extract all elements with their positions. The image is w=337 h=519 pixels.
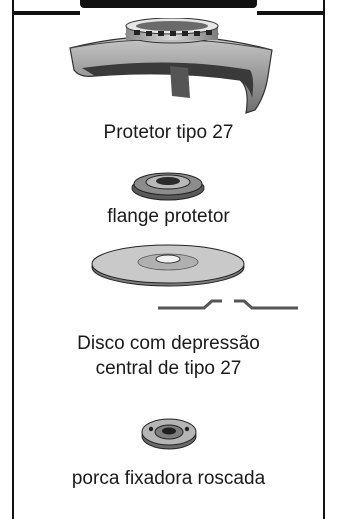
caption-flange: flange protetor: [107, 206, 230, 227]
guard-type-27-illustration: [69, 18, 273, 114]
caption-guard: Protetor tipo 27: [103, 122, 234, 143]
guard-flange-illustration: [131, 172, 205, 201]
caption-disc-line2: central de tipo 27: [95, 358, 242, 379]
caption-nut: porca fixadora roscada: [71, 468, 266, 489]
parts-panel-frame: [12, 0, 325, 519]
threaded-clamp-nut-illustration: [141, 418, 197, 450]
panel-top-edge: [12, 0, 325, 16]
caption-disc-line1: Disco com depressão: [77, 333, 260, 354]
depressed-center-disc-illustration: [91, 244, 245, 287]
disc-cross-section-illustration: [158, 299, 298, 310]
